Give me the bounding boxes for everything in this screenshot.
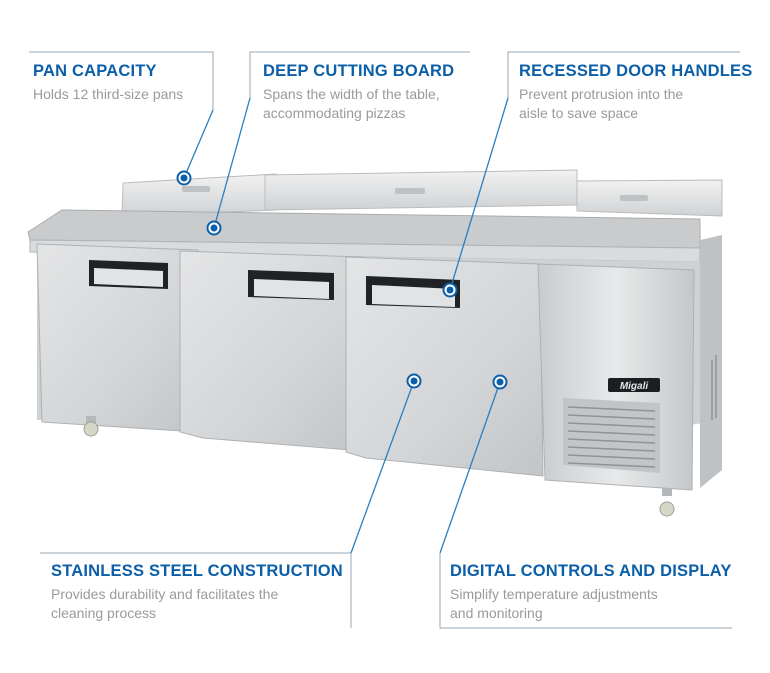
- callout-title: STAINLESS STEEL CONSTRUCTION: [51, 562, 343, 580]
- cutting-board: [27, 209, 701, 263]
- callout-description-line: Holds 12 third-size pans: [33, 86, 184, 102]
- door-2: [179, 250, 363, 452]
- callout-title: PAN CAPACITY: [33, 62, 157, 80]
- callout-description-line: and monitoring: [450, 605, 543, 621]
- callout-dots: [176, 170, 508, 390]
- callout-description-line: Spans the width of the table,: [263, 86, 440, 102]
- pan-lids: [121, 169, 723, 217]
- callout-description-line: Provides durability and facilitates the: [51, 586, 279, 602]
- callout-description-line: accommodating pizzas: [263, 105, 406, 121]
- door-3: [345, 256, 544, 477]
- callout-description: Simplify temperature adjustments and mon…: [450, 585, 732, 623]
- callout-description-line: cleaning process: [51, 605, 157, 621]
- casters: [83, 416, 675, 517]
- door-1: [36, 243, 199, 433]
- callout-leaders: [183, 97, 509, 554]
- callout-description: Prevent protrusion into the aisle to sav…: [519, 85, 752, 123]
- callout-title: RECESSED DOOR HANDLES: [519, 62, 753, 80]
- callout-description-line: Prevent protrusion into the: [519, 86, 684, 102]
- callout-recessed-door-handles: RECESSED DOOR HANDLES Prevent protrusion…: [519, 62, 752, 123]
- callout-description-line: Simplify temperature adjustments: [450, 586, 658, 602]
- callout-description-line: aisle to save space: [519, 105, 639, 121]
- cabinet-side: [700, 235, 722, 488]
- compressor-panel: Migali: [537, 263, 717, 491]
- brand-badge: [608, 378, 660, 392]
- callout-pan-capacity: PAN CAPACITY Holds 12 third-size pans: [33, 62, 183, 104]
- callout-description: Provides durability and facilitates the …: [51, 585, 343, 623]
- brand-logo-text: Migali: [620, 381, 649, 392]
- callout-digital-controls-and-display: DIGITAL CONTROLS AND DISPLAY Simplify te…: [450, 562, 732, 623]
- callout-title: DIGITAL CONTROLS AND DISPLAY: [450, 562, 732, 580]
- callout-stainless-steel-construction: STAINLESS STEEL CONSTRUCTION Provides du…: [51, 562, 343, 623]
- callout-description: Spans the width of the table, accommodat…: [263, 85, 454, 123]
- callout-title: DEEP CUTTING BOARD: [263, 62, 455, 80]
- callout-deep-cutting-board: DEEP CUTTING BOARD Spans the width of th…: [263, 62, 454, 123]
- callout-description: Holds 12 third-size pans: [33, 85, 183, 104]
